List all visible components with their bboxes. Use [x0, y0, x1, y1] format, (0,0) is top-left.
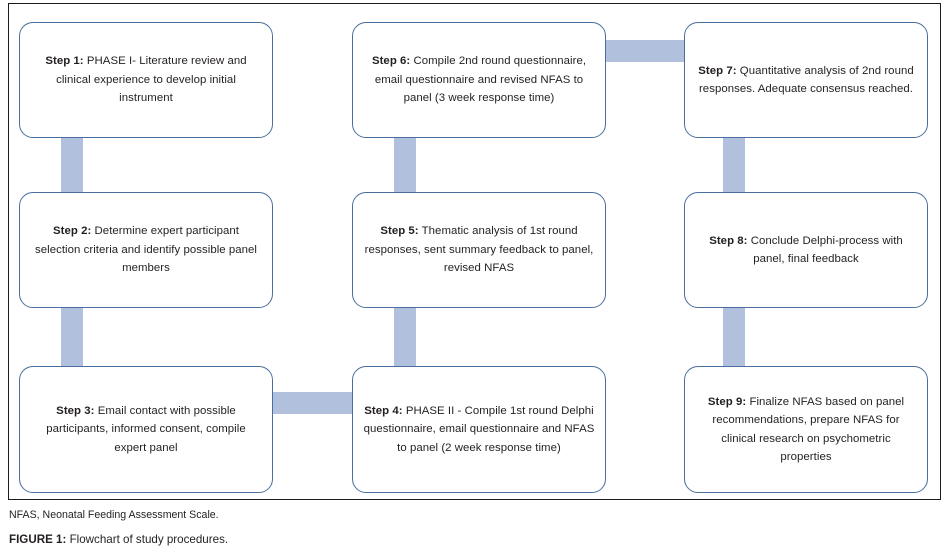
step-3-text: Step 3: Email contact with possible part… [30, 402, 262, 457]
abbreviation-note: NFAS, Neonatal Feeding Assessment Scale. [9, 509, 219, 521]
step-8-body: Conclude Delphi-process with panel, fina… [747, 234, 903, 265]
step-1-body: PHASE I- Literature review and clinical … [56, 55, 247, 105]
step-3-body: Email contact with possible participants… [46, 404, 246, 454]
step-2-text: Step 2: Determine expert participant sel… [30, 222, 262, 277]
step-7-label: Step 7: [698, 64, 737, 77]
step-6-text: Step 6: Compile 2nd round questionnaire,… [363, 52, 595, 107]
step-box-step-3[interactable]: Step 3: Email contact with possible part… [19, 366, 273, 493]
connector-step4-step5 [394, 305, 416, 369]
step-8-label: Step 8: [709, 234, 748, 247]
step-5-label: Step 5: [380, 225, 419, 238]
step-box-step-5[interactable]: Step 5: Thematic analysis of 1st round r… [352, 192, 606, 308]
figure-caption: FIGURE 1: Flowchart of study procedures. [9, 532, 939, 548]
step-4-label: Step 4: [364, 404, 403, 417]
step-3-label: Step 3: [56, 404, 95, 417]
step-2-label: Step 2: [52, 225, 92, 238]
step-box-step-1[interactable]: Step 1: PHASE I- Literature review and c… [19, 22, 273, 138]
step-7-text: Step 7: Quantitative analysis of 2nd rou… [695, 62, 917, 99]
step-5-text: Step 5: Thematic analysis of 1st round r… [363, 222, 595, 277]
step-box-step-4[interactable]: Step 4: PHASE II - Compile 1st round Del… [352, 366, 606, 493]
figure-caption-prefix: FIGURE 1: [9, 533, 67, 547]
step-2-body: Determine expert participant selection c… [34, 225, 257, 275]
step-box-step-6[interactable]: Step 6: Compile 2nd round questionnaire,… [352, 22, 606, 138]
step-4-text: Step 4: PHASE II - Compile 1st round Del… [363, 402, 595, 457]
flowchart-canvas: Step 1: PHASE I- Literature review and c… [19, 22, 928, 493]
connector-step8-step9 [723, 305, 745, 369]
connector-step5-step6 [394, 136, 416, 194]
step-1-label: Step 1: [45, 55, 84, 68]
step-6-label: Step 6: [371, 55, 411, 68]
step-4-body: PHASE II - Compile 1st round Delphi ques… [363, 404, 595, 454]
connector-step6-step7 [598, 40, 694, 62]
connector-step7-step8 [723, 136, 745, 194]
caption-block: NFAS, Neonatal Feeding Assessment Scale.… [9, 508, 939, 548]
step-1-text: Step 1: PHASE I- Literature review and c… [30, 52, 262, 107]
step-9-text: Step 9: Finalize NFAS based on panel rec… [695, 393, 917, 467]
step-box-step-8[interactable]: Step 8: Conclude Delphi-process with pan… [684, 192, 928, 308]
step-6-body: Compile 2nd round questionnaire, email q… [374, 55, 587, 105]
connector-step2-step3 [61, 305, 83, 369]
step-9-label: Step 9: [707, 395, 747, 408]
step-7-body: Quantitative analysis of 2nd round respo… [698, 64, 914, 95]
step-9-body: Finalize NFAS based on panel recommendat… [712, 395, 905, 463]
step-box-step-2[interactable]: Step 2: Determine expert participant sel… [19, 192, 273, 308]
step-box-step-9[interactable]: Step 9: Finalize NFAS based on panel rec… [684, 366, 928, 493]
step-box-step-7[interactable]: Step 7: Quantitative analysis of 2nd rou… [684, 22, 928, 138]
step-5-body: Thematic analysis of 1st round responses… [364, 225, 594, 275]
step-8-text: Step 8: Conclude Delphi-process with pan… [695, 232, 917, 269]
connector-step1-step2 [61, 136, 83, 194]
connector-step3-step4 [266, 392, 358, 414]
figure-caption-text: Flowchart of study procedures. [66, 533, 229, 547]
